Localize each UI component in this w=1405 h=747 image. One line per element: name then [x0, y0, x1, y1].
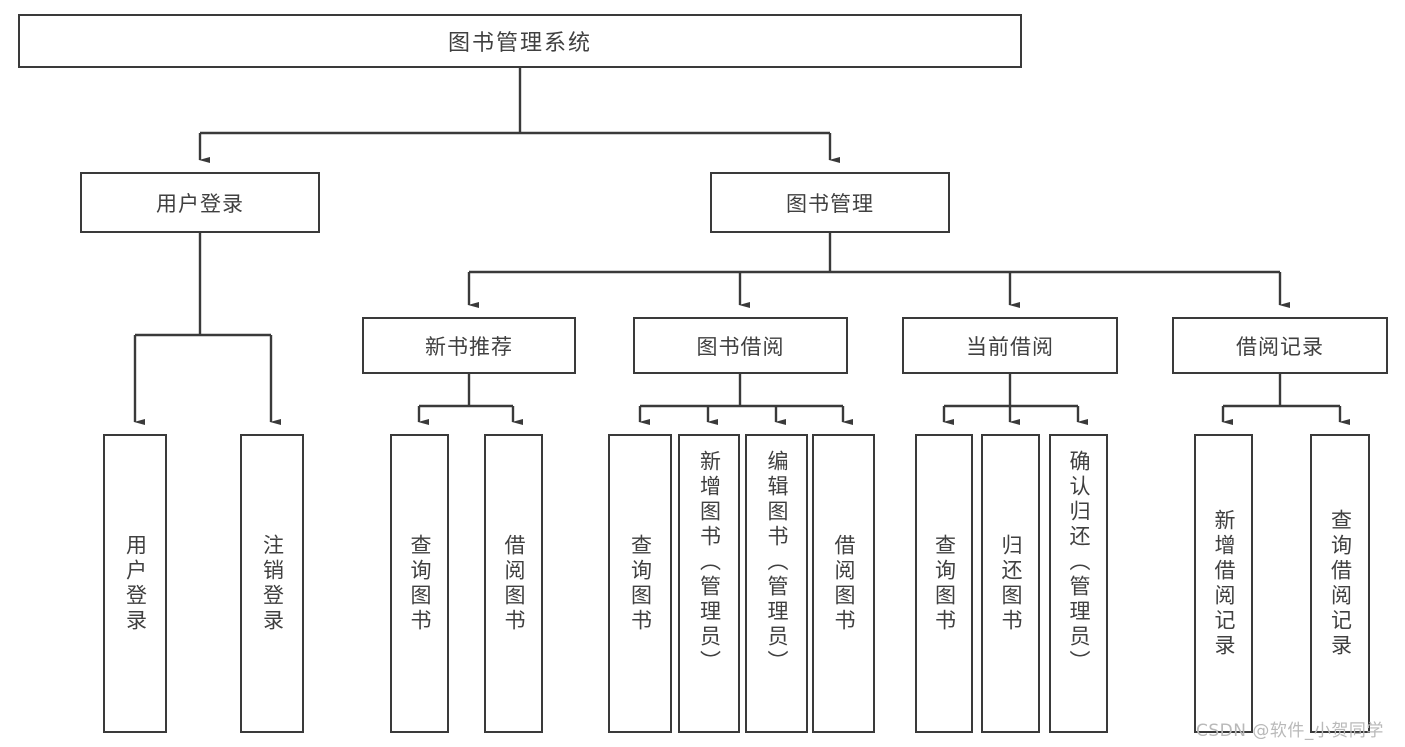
leaf-user-logout-label: 注销登录	[260, 533, 285, 634]
node-new-book-recommend[interactable]: 新书推荐	[362, 317, 576, 374]
node-current-borrow[interactable]: 当前借阅	[902, 317, 1118, 374]
leaf-user-logout[interactable]: 注销登录	[240, 434, 304, 733]
leaf-user-login-label: 用户登录	[123, 533, 148, 634]
node-book-borrow-label: 图书借阅	[696, 334, 785, 359]
node-book-management[interactable]: 图书管理	[710, 172, 950, 233]
leaf-user-login[interactable]: 用户登录	[103, 434, 167, 733]
node-borrow-record[interactable]: 借阅记录	[1172, 317, 1388, 374]
leaf-borrow-borrow-book[interactable]: 借阅图书	[812, 434, 875, 733]
leaf-current-confirm-return[interactable]: 确认归还（管理员）	[1049, 434, 1108, 733]
node-root-label: 图书管理系统	[447, 31, 592, 56]
leaf-current-return-book-label: 归还图书	[999, 533, 1023, 634]
node-borrow-record-label: 借阅记录	[1236, 334, 1324, 359]
node-root[interactable]: 图书管理系统	[18, 14, 1022, 68]
leaf-record-search-record-label: 查询借阅记录	[1328, 508, 1353, 659]
leaf-borrow-search-book-label: 查询图书	[628, 533, 653, 634]
node-current-borrow-label: 当前借阅	[966, 334, 1054, 359]
leaf-current-search-book-label: 查询图书	[932, 533, 957, 634]
node-book-management-label: 图书管理	[786, 191, 874, 216]
node-book-borrow[interactable]: 图书借阅	[633, 317, 848, 374]
leaf-borrow-add-book-label: 新增图书（管理员）	[697, 450, 722, 675]
leaf-record-add-record-label: 新增借阅记录	[1212, 508, 1236, 659]
leaf-borrow-edit-book-label: 编辑图书（管理员）	[765, 450, 789, 675]
leaf-recommend-search-book[interactable]: 查询图书	[390, 434, 449, 733]
node-user-login[interactable]: 用户登录	[80, 172, 320, 233]
leaf-recommend-borrow-book[interactable]: 借阅图书	[484, 434, 543, 733]
leaf-borrow-edit-book[interactable]: 编辑图书（管理员）	[745, 434, 808, 733]
leaf-recommend-search-book-label: 查询图书	[408, 533, 432, 634]
leaf-record-add-record[interactable]: 新增借阅记录	[1194, 434, 1253, 733]
leaf-borrow-add-book[interactable]: 新增图书（管理员）	[678, 434, 740, 733]
leaf-recommend-borrow-book-label: 借阅图书	[502, 533, 526, 634]
leaf-record-search-record[interactable]: 查询借阅记录	[1310, 434, 1370, 733]
leaf-current-return-book[interactable]: 归还图书	[981, 434, 1040, 733]
node-user-login-label: 用户登录	[156, 191, 244, 216]
node-new-book-recommend-label: 新书推荐	[425, 334, 513, 359]
leaf-current-confirm-return-label: 确认归还（管理员）	[1067, 450, 1091, 675]
leaf-borrow-borrow-book-label: 借阅图书	[832, 533, 856, 634]
csdn-watermark: CSDN @软件_小贺同学	[1196, 721, 1384, 741]
leaf-borrow-search-book[interactable]: 查询图书	[608, 434, 672, 733]
leaf-current-search-book[interactable]: 查询图书	[915, 434, 973, 733]
